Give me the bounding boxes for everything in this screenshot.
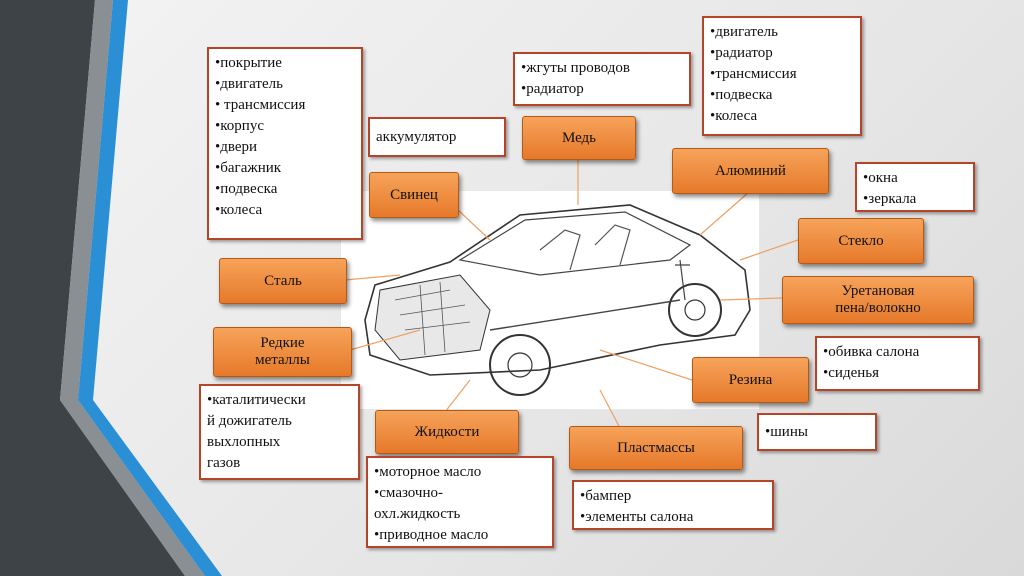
fluids-items-box: моторное масло смазочно- охл.жидкость пр… [366,456,554,548]
label-lead: Свинец [369,172,459,218]
aluminium-items-box: двигатель радиатор трансмиссия подвеска … [702,16,862,136]
list-item: радиатор [521,79,683,100]
list-item: зеркала [863,189,967,210]
urethane-items-box: обивка салона сиденья [815,336,980,391]
copper-items-box: жгуты проводов радиатор [513,52,691,106]
rubber-items-box: •шины [757,413,877,451]
engine-details [394,281,471,356]
list-item: смазочно- охл.жидкость [374,483,546,525]
list-item: колеса [215,200,355,221]
label-urethane: Уретановая пена/волокно [782,276,974,324]
car-seats [539,224,631,271]
rear-suspension [675,259,690,301]
list-item: двери [215,137,355,158]
label-fluids: Жидкости [375,410,519,454]
label-aluminium: Алюминий [672,148,829,194]
dark-stripe [0,0,185,576]
list-item: двигатель [710,22,854,43]
list-item: подвеска [710,85,854,106]
list-item: элементы салона [580,507,766,528]
list-item: багажник [215,158,355,179]
label-steel: Сталь [219,258,347,304]
battery-text: аккумулятор [376,129,457,145]
list-item: сиденья [823,363,972,384]
front-wheel-hub [507,352,533,378]
list-item: колеса [710,106,854,127]
rare-metals-text: •каталитически й дожигатель выхлопных га… [207,392,306,471]
drive-shaft [489,299,681,331]
list-item: окна [863,168,967,189]
label-rare-metals: Редкие металлы [213,327,352,377]
battery-box: аккумулятор [368,117,506,157]
list-item: двигатель [215,74,355,95]
gray-stripe [60,0,205,576]
list-item: бампер [580,486,766,507]
list-item: моторное масло [374,462,546,483]
list-item: корпус [215,116,355,137]
list-item: радиатор [710,43,854,64]
plastics-items-box: бампер элементы салона [572,480,774,530]
rear-wheel-hub [684,299,706,321]
front-wheel [489,334,551,396]
car-roof [458,211,692,276]
car-body [364,204,751,376]
label-rubber: Резина [692,357,809,403]
steel-items-box: покрытие двигатель трансмиссия корпус дв… [207,47,363,240]
label-plastics: Пластмассы [569,426,743,470]
list-item: приводное масло [374,525,546,546]
blue-stripe [78,0,222,576]
rare-metals-items-box: •каталитически й дожигатель выхлопных га… [199,384,360,480]
label-copper: Медь [522,116,636,160]
list-item: покрытие [215,53,355,74]
list-item: обивка салона [823,342,972,363]
glass-items-box: окна зеркала [855,162,975,212]
list-item: трансмиссия [215,95,355,116]
list-item: трансмиссия [710,64,854,85]
rubber-text: •шины [765,424,808,440]
rear-wheel [668,283,722,337]
list-item: подвеска [215,179,355,200]
list-item: жгуты проводов [521,58,683,79]
label-glass: Стекло [798,218,924,264]
